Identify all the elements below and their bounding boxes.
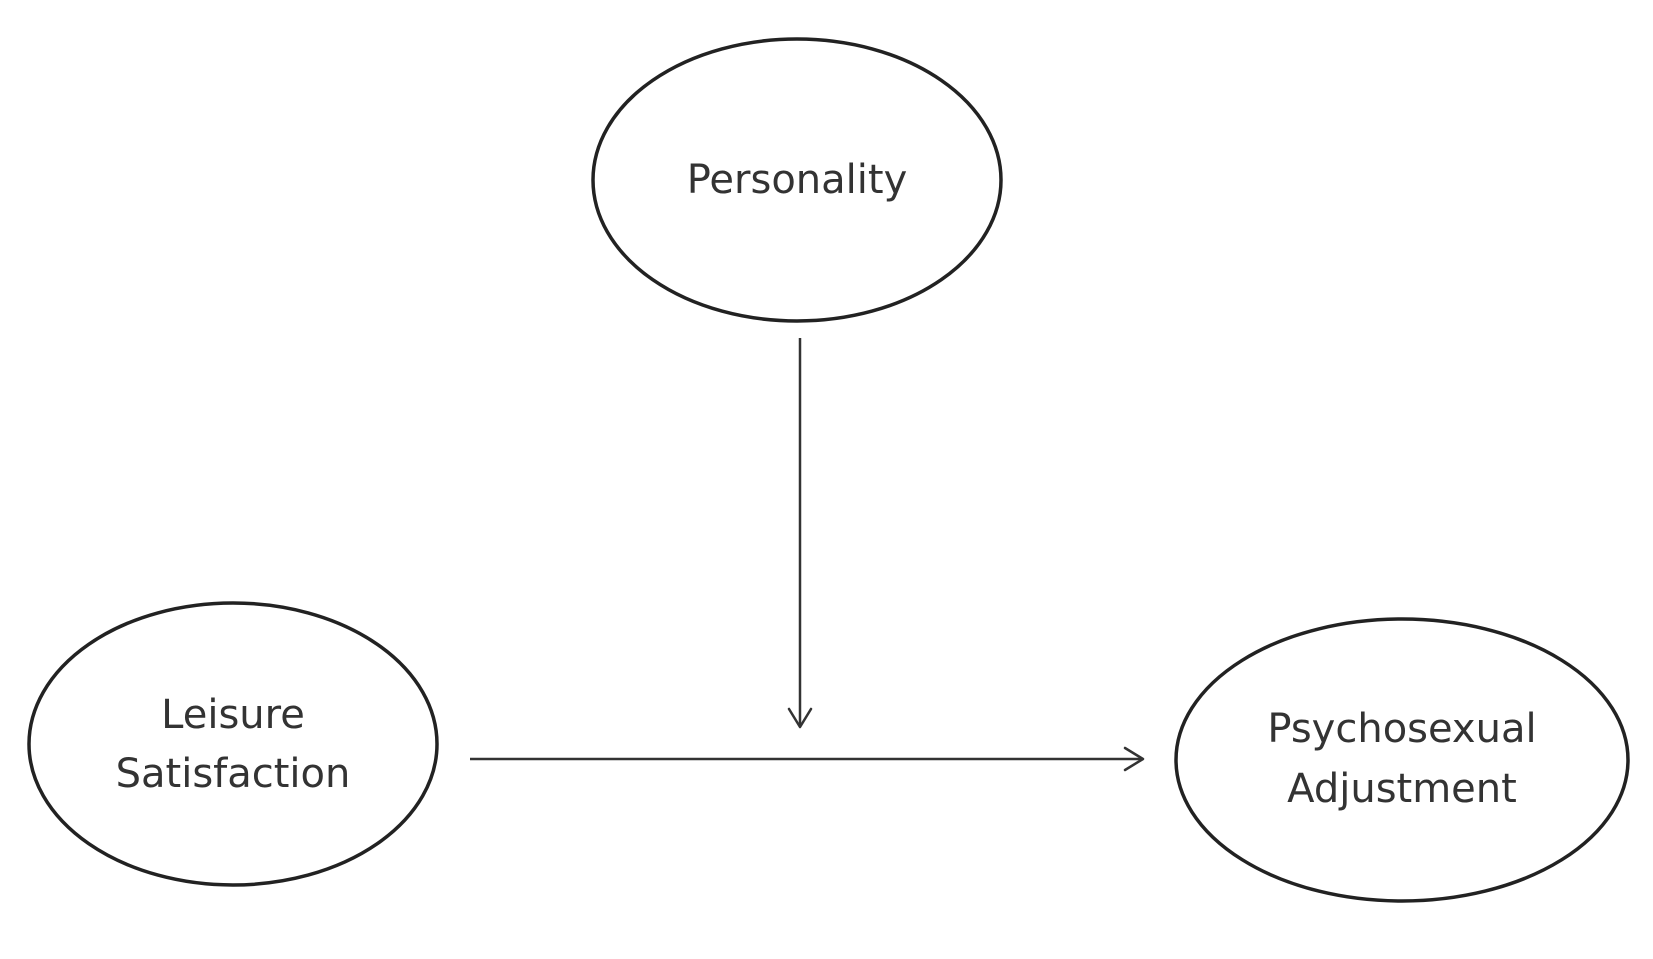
node-psychosexual-adjustment-label-line-2: Adjustment [1287,766,1517,812]
node-psychosexual-adjustment: Psychosexual Adjustment [1174,617,1630,903]
edge-personality-arrowhead [787,707,813,729]
node-leisure-satisfaction-ellipse [27,601,439,887]
node-psychosexual-adjustment-ellipse [1174,617,1630,903]
node-personality-label: Personality [687,157,908,203]
node-leisure-satisfaction-label-line-1: Leisure [161,692,305,738]
node-leisure-satisfaction-label-line-2: Satisfaction [116,751,351,797]
node-psychosexual-adjustment-label-line-1: Psychosexual [1267,706,1536,752]
edge-personality-to-path [787,338,813,729]
node-leisure-satisfaction: Leisure Satisfaction [27,601,439,887]
edge-leisure-to-psychosexual [470,746,1145,772]
node-personality-ellipse [591,37,1003,323]
node-personality: Personality [591,37,1003,323]
edge-leisure-arrowhead [1123,746,1145,772]
